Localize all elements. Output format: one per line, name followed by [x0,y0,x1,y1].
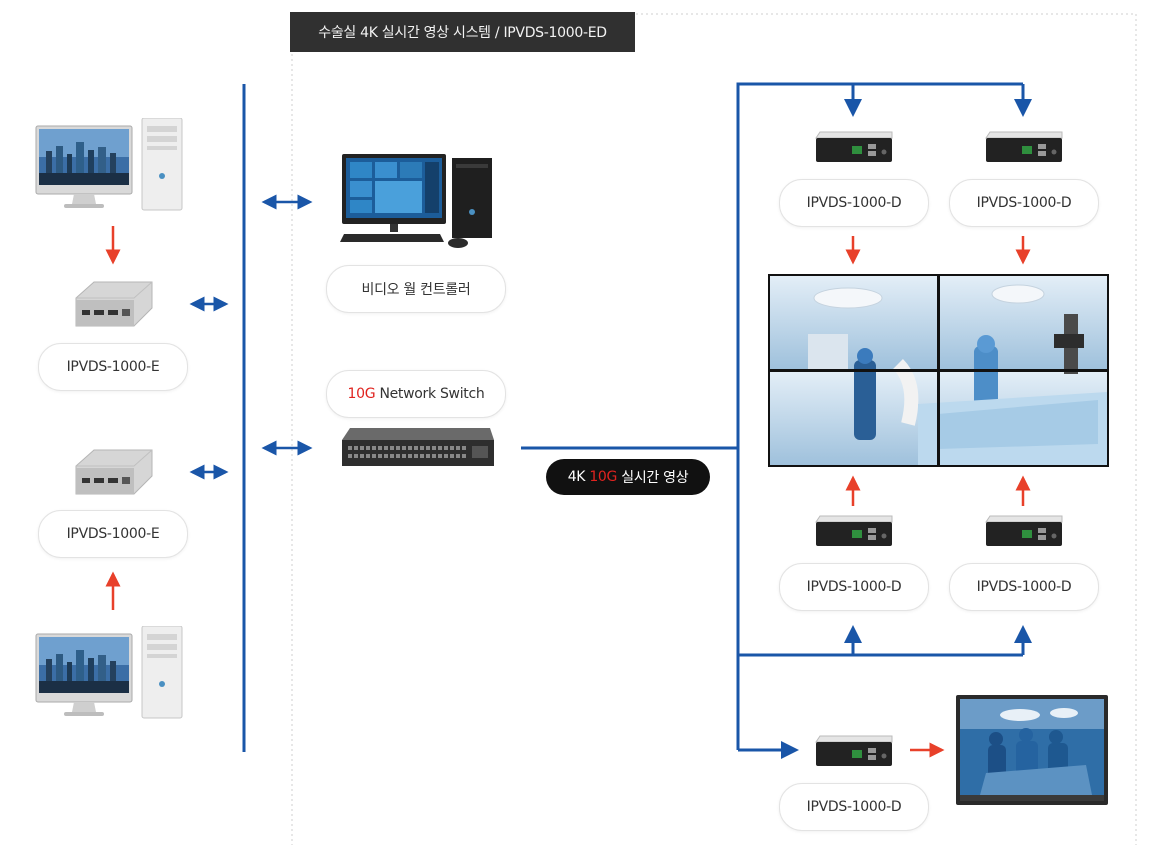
stream-badge: 4K 10G 실시간 영상 [546,459,710,495]
controller-label: 비디오 월 컨트롤러 [326,265,506,313]
decoder-device-icon [815,735,893,766]
stream-speed: 10G [589,469,618,485]
decoder-label: IPVDS-1000-D [779,179,929,227]
video-wall-display [768,274,1109,467]
decoder-device-icon [985,131,1063,162]
system-title: 수술실 4K 실시간 영상 시스템 / IPVDS-1000-ED [290,12,635,52]
stream-rest: 실시간 영상 [617,470,689,486]
decoder-label: IPVDS-1000-D [949,179,1099,227]
switch-label: 10G Network Switch [326,370,506,418]
switch-speed: 10G [347,386,376,402]
decoder-device-icon [815,131,893,162]
encoder-device-icon [75,281,153,327]
network-switch-icon [342,428,494,466]
decoder-label: IPVDS-1000-D [779,563,929,611]
switch-name: Network Switch [375,386,485,402]
monitor-display [956,695,1108,805]
stream-prefix: 4K [567,469,590,485]
encoder-device-icon [75,449,153,495]
decoder-label: IPVDS-1000-D [949,563,1099,611]
encoder-label: IPVDS-1000-E [38,510,188,558]
decoder-device-icon [985,515,1063,546]
decoder-label: IPVDS-1000-D [779,783,929,831]
workstation-icon [35,118,183,211]
video-wall-controller-icon [340,154,492,248]
encoder-label: IPVDS-1000-E [38,343,188,391]
workstation-icon [35,626,183,719]
decoder-device-icon [815,515,893,546]
